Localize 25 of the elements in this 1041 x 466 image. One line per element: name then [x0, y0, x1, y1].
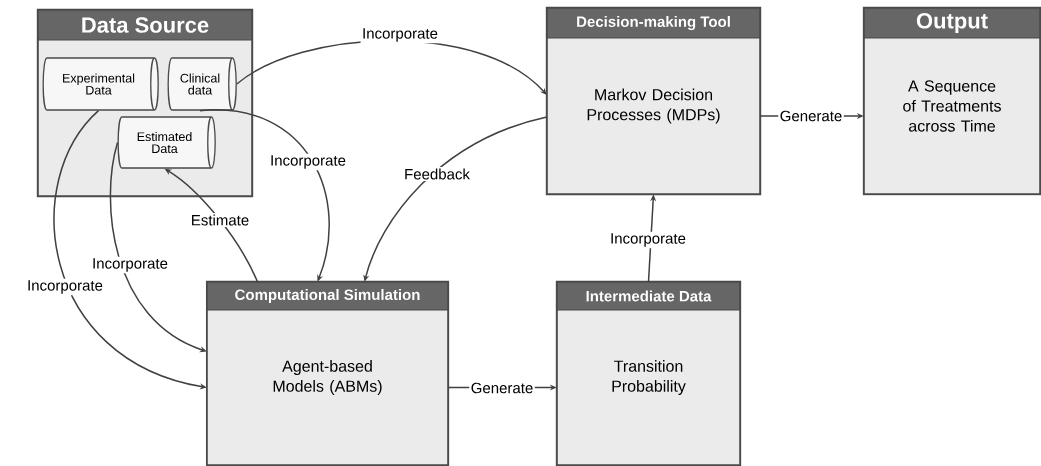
- cylinder: Clinical data: [167, 57, 237, 111]
- box-text: A Sequence of Treatments across Time: [903, 80, 1001, 132]
- process-box: [545, 6, 762, 196]
- cylinder: Estimated Data: [117, 116, 216, 169]
- box-header: Computational Simulation: [206, 282, 449, 311]
- edge-label: Incorporate: [25, 278, 105, 296]
- box-text: Agent-based Models (ABMs): [273, 360, 382, 395]
- edge-label: Incorporate: [90, 256, 170, 274]
- process-box: [205, 280, 450, 466]
- process-box: [862, 6, 1041, 196]
- box-header: Data Source: [37, 10, 253, 41]
- process-box: [555, 280, 742, 466]
- edge-label: Incorporate: [608, 231, 688, 249]
- box-header: Intermediate Data: [556, 282, 741, 311]
- edge-label: Incorporate: [360, 26, 440, 44]
- edge-label: Estimate: [189, 213, 251, 227]
- box-text: Transition Probability: [612, 360, 686, 395]
- edge-label: Generate: [778, 109, 844, 123]
- cylinder: Experimental Data: [42, 57, 159, 111]
- box-text: Markov Decision Processes (MDPs): [587, 88, 720, 124]
- edge-label: Incorporate: [268, 153, 348, 171]
- box-header: Decision-making Tool: [546, 8, 761, 39]
- box-header: Output: [863, 8, 1041, 39]
- edge-label: Feedback: [402, 167, 472, 181]
- edge-label: Generate: [469, 381, 535, 395]
